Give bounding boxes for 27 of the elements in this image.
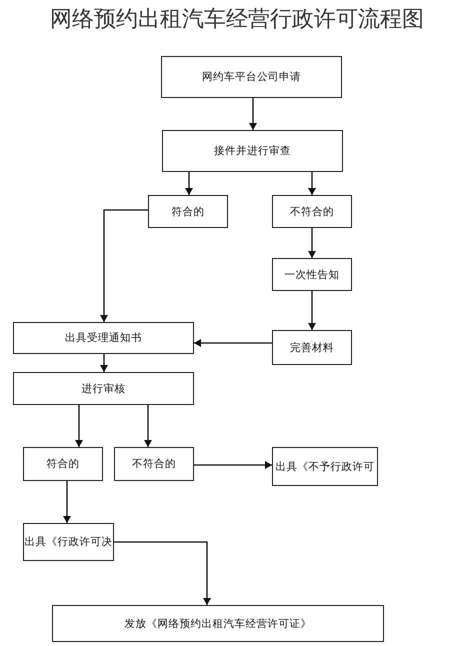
- arrow: [308, 172, 316, 195]
- arrow: [194, 461, 272, 469]
- process-box: 接件并进行审查: [162, 130, 343, 172]
- process-box: 进行审核: [13, 372, 194, 405]
- arrow: [63, 481, 71, 523]
- arrow: [100, 209, 148, 322]
- arrow: [308, 228, 316, 258]
- arrow: [75, 405, 83, 447]
- process-box: 不符合的: [114, 447, 194, 481]
- arrow: [185, 172, 193, 195]
- process-box: 不符合的: [272, 195, 352, 228]
- arrow: [249, 98, 257, 130]
- process-box: 网约车平台公司申请: [161, 56, 342, 98]
- process-box: 出具《行政许可决: [23, 523, 114, 561]
- arrow: [100, 354, 108, 372]
- title: 网络预约出租汽车经营行政许可流程图: [49, 6, 425, 34]
- process-box: 完善材料: [272, 330, 352, 365]
- arrow: [308, 291, 316, 330]
- arrow: [144, 405, 152, 447]
- process-box: 符合的: [23, 447, 103, 481]
- process-box: 出具《不予行政许可: [272, 447, 378, 486]
- process-box: 符合的: [148, 195, 228, 228]
- arrow: [194, 339, 272, 347]
- process-box: 出具受理通知书: [13, 322, 194, 354]
- arrow: [114, 541, 211, 605]
- process-box: 一次性告知: [272, 258, 352, 291]
- process-box: 发放《网络预约出租汽车经营许可证》: [52, 605, 384, 642]
